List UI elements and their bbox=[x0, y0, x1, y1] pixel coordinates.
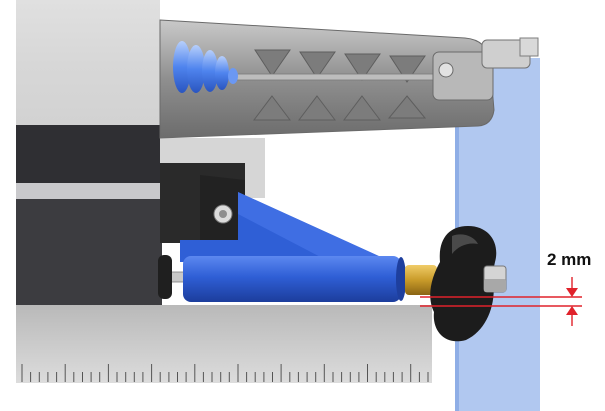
dimension-marker bbox=[420, 277, 582, 326]
housing-lower bbox=[16, 199, 162, 305]
arm-web-pattern bbox=[253, 49, 427, 121]
arm-pivot bbox=[438, 62, 454, 78]
roller-end bbox=[396, 257, 406, 301]
housing-light-strip bbox=[16, 183, 160, 199]
dimension-label: 2 mm bbox=[547, 250, 592, 269]
cam-wheel bbox=[430, 226, 497, 342]
spring-rod bbox=[231, 73, 438, 81]
blue-roller bbox=[183, 256, 401, 302]
mounting-bolt-center bbox=[219, 210, 227, 218]
arm-end-tab bbox=[519, 37, 539, 57]
cam-wheel-shine bbox=[452, 234, 478, 254]
housing-upper-shade bbox=[16, 0, 160, 125]
base-plate bbox=[16, 305, 432, 383]
housing-dark-band bbox=[16, 125, 160, 183]
left-end-cap bbox=[158, 255, 172, 299]
cam-nut-shade bbox=[484, 279, 506, 292]
ruler bbox=[21, 364, 429, 382]
spring bbox=[173, 41, 238, 93]
blue-bracket-highlight bbox=[238, 192, 392, 262]
brass-collar bbox=[405, 265, 437, 295]
